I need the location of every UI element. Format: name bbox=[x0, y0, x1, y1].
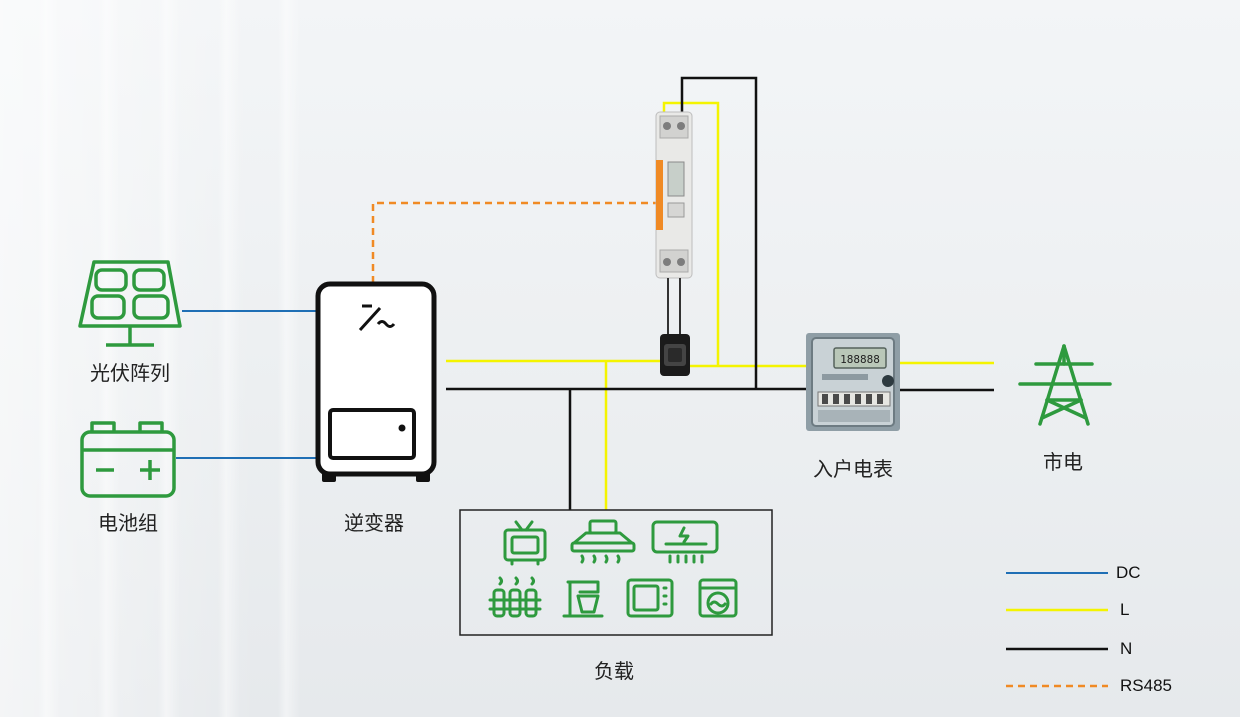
l-wire-smartmeter-loop bbox=[662, 101, 720, 366]
background-stripes bbox=[0, 0, 300, 717]
battery-icon bbox=[80, 421, 176, 498]
smart-meter-device bbox=[655, 111, 693, 336]
inverter-label: 逆变器 bbox=[344, 511, 404, 535]
grid-label: 市电 bbox=[1043, 450, 1083, 474]
solar-panel-icon bbox=[78, 260, 182, 347]
energy-meter-label: 入户电表 bbox=[813, 457, 893, 481]
inverter-icon bbox=[315, 281, 437, 482]
rs485-wire bbox=[371, 201, 662, 283]
load-label: 负载 bbox=[594, 659, 634, 683]
washing-machine-icon bbox=[698, 578, 738, 618]
air-conditioner-icon bbox=[651, 520, 719, 564]
battery-label: 电池组 bbox=[98, 511, 158, 535]
tv-icon bbox=[503, 520, 547, 566]
meter-display-readout: 188888 bbox=[840, 353, 880, 366]
legend-label-rs485: RS485 bbox=[1120, 676, 1172, 695]
current-clamp-icon bbox=[660, 334, 690, 376]
range-hood-icon bbox=[570, 519, 636, 564]
microwave-icon bbox=[626, 578, 674, 618]
grid-tower-icon bbox=[1018, 344, 1112, 426]
pv-array-label: 光伏阵列 bbox=[90, 361, 170, 385]
n-wire-smartmeter-loop bbox=[680, 76, 758, 389]
load-box bbox=[459, 509, 773, 636]
heater-icon bbox=[488, 576, 542, 618]
energy-meter-device: 188888 bbox=[806, 333, 900, 431]
legend-label-n: N bbox=[1120, 639, 1133, 658]
mixer-icon bbox=[562, 580, 604, 618]
legend-label-dc: DC bbox=[1116, 563, 1141, 582]
legend-label-l: L bbox=[1120, 600, 1130, 619]
